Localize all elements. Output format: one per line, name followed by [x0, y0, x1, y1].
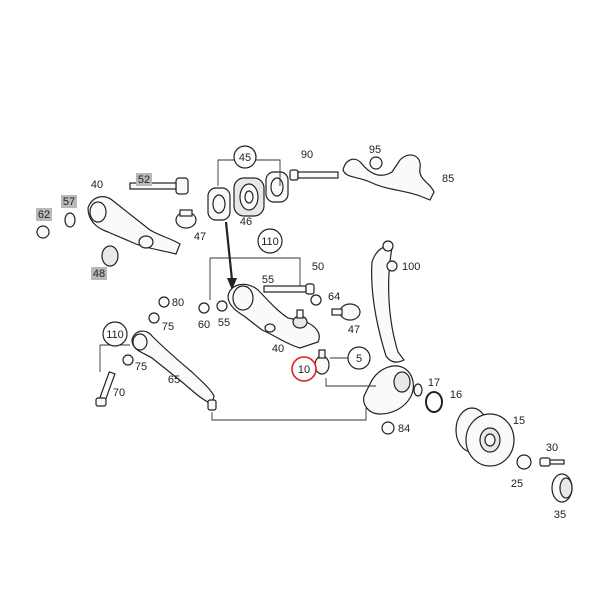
seal-16[interactable]: [425, 391, 443, 413]
callout-35: 35: [554, 509, 566, 521]
callout-30: 30: [546, 442, 558, 454]
callout-47-lower: 47: [348, 324, 360, 336]
callout-50: 50: [312, 261, 324, 273]
callout-100: 100: [402, 261, 420, 273]
callout-64: 64: [328, 291, 340, 303]
callout-17: 17: [428, 377, 440, 389]
bolt-90[interactable]: [289, 169, 339, 181]
nut-100[interactable]: [386, 260, 398, 272]
callout-55-lower: 55: [218, 317, 230, 329]
grease-cap-35[interactable]: [551, 473, 573, 503]
callout-90: 90: [301, 149, 313, 161]
ball-joint-47-lower[interactable]: [331, 303, 361, 321]
callout-57: 57: [63, 196, 75, 208]
callout-15: 15: [513, 415, 525, 427]
callout-40-upper: 40: [91, 179, 103, 191]
callout-110-lower: 110: [106, 329, 124, 341]
callout-85: 85: [442, 173, 454, 185]
callout-55-upper: 55: [262, 274, 274, 286]
tension-strut-40[interactable]: [87, 196, 181, 255]
washer-75-lower[interactable]: [122, 354, 134, 366]
callout-75-lower: 75: [135, 361, 147, 373]
callout-110-upper: 110: [261, 236, 279, 248]
callout-10: 10: [298, 364, 310, 376]
callout-95: 95: [369, 144, 381, 156]
ball-joint-47-upper[interactable]: [175, 209, 197, 229]
callout-5: 5: [356, 353, 362, 365]
wheel-hub-15[interactable]: [455, 407, 515, 467]
washer-55[interactable]: [216, 300, 228, 312]
bolt-52[interactable]: [129, 177, 189, 195]
callout-46: 46: [240, 216, 252, 228]
callout-75-upper: 75: [162, 321, 174, 333]
nut-60[interactable]: [198, 302, 210, 314]
ring-17[interactable]: [413, 383, 423, 397]
nut-80[interactable]: [158, 296, 170, 308]
bushing-48[interactable]: [101, 245, 119, 267]
callout-47-upper: 47: [194, 231, 206, 243]
callout-52: 52: [138, 174, 150, 186]
washer-75-upper[interactable]: [148, 312, 160, 324]
callout-80: 80: [172, 297, 184, 309]
callout-84: 84: [398, 423, 410, 435]
callout-25: 25: [511, 478, 523, 490]
bushing-set[interactable]: [207, 171, 289, 221]
washer-57[interactable]: [64, 212, 76, 228]
callout-70: 70: [113, 387, 125, 399]
nut-64[interactable]: [310, 294, 322, 306]
callout-circle-110-lower[interactable]: [102, 321, 128, 347]
callout-60: 60: [198, 319, 210, 331]
callout-circle-10-selected[interactable]: [291, 356, 317, 382]
nut-84[interactable]: [381, 421, 395, 435]
nut-62[interactable]: [36, 225, 50, 239]
callout-65: 65: [168, 374, 180, 386]
callout-62: 62: [38, 209, 50, 221]
callout-circle-110-upper[interactable]: [257, 228, 283, 254]
callout-48: 48: [93, 268, 105, 280]
bolt-70[interactable]: [95, 371, 116, 407]
callout-45: 45: [239, 152, 251, 164]
callout-circle-5[interactable]: [347, 346, 371, 370]
nut-95[interactable]: [369, 156, 383, 170]
callout-circle-45[interactable]: [233, 145, 257, 169]
bolt-30[interactable]: [539, 457, 565, 467]
callout-16: 16: [450, 389, 462, 401]
bolt-50[interactable]: [263, 283, 315, 295]
lower-control-arm-65[interactable]: [131, 330, 215, 405]
nut-25[interactable]: [516, 454, 532, 470]
callout-40-lower: 40: [272, 343, 284, 355]
upper-control-arm-85[interactable]: [342, 154, 435, 201]
ball-joint-10[interactable]: [314, 349, 330, 375]
